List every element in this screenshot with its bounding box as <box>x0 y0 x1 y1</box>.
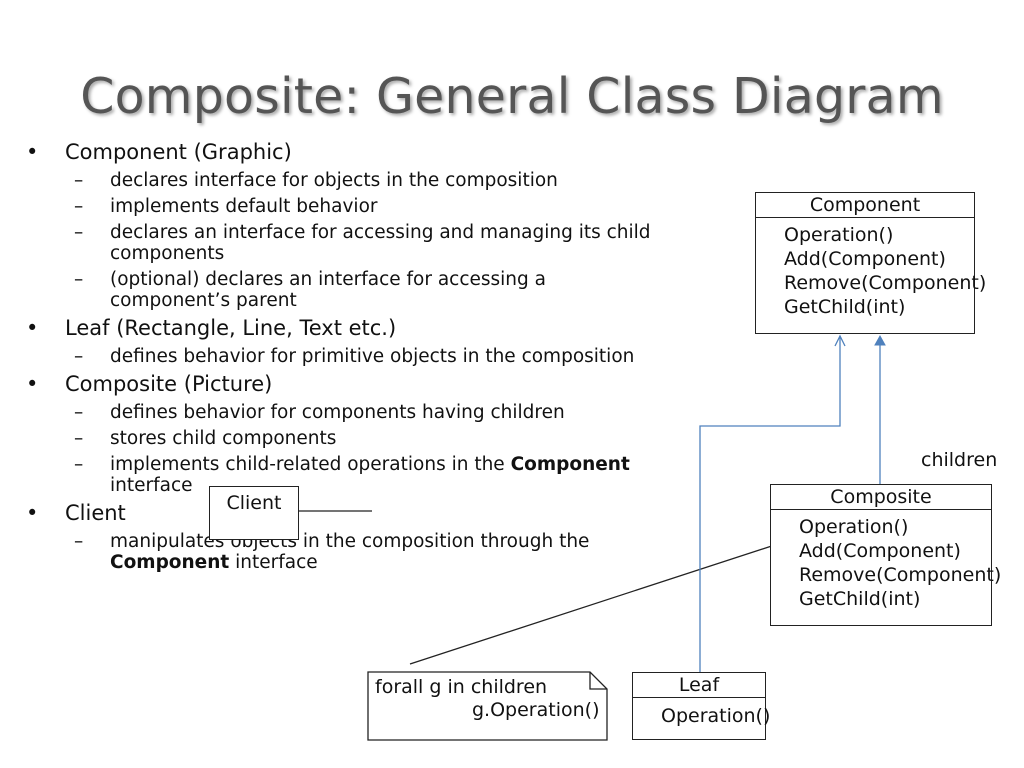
sub-bullet: –(optional) declares an interface for ac… <box>74 269 546 311</box>
sub-bullet: –defines behavior for components having … <box>74 402 565 423</box>
slide-title: Composite: General Class Diagram <box>80 68 944 125</box>
note-fold <box>589 672 607 690</box>
operation: Remove(Component) <box>799 564 1002 586</box>
component-class-box: Component Operation() Add(Component) Rem… <box>755 192 987 334</box>
note-connector-line <box>409 539 791 665</box>
bullet-client: •Client <box>26 501 126 525</box>
operation: Remove(Component) <box>784 272 987 294</box>
operation: Operation() <box>784 224 894 246</box>
operation: Add(Component) <box>799 540 961 562</box>
sub-bullet: –stores child components <box>74 428 337 449</box>
bullet-dot-icon: • <box>26 501 39 525</box>
class-name: Client <box>226 492 282 514</box>
bullet-composite: •Composite (Picture) <box>26 372 273 396</box>
operation: GetChild(int) <box>784 296 906 318</box>
sub-bullet: –defines behavior for primitive objects … <box>74 346 635 367</box>
bullet-leaf: •Leaf (Rectangle, Line, Text etc.) <box>26 316 397 340</box>
sub-bullet: –declares interface for objects in the c… <box>74 170 558 191</box>
bullet-component: •Component (Graphic) <box>26 140 292 164</box>
bullet-dot-icon: • <box>26 316 39 340</box>
leaf-class-box: Leaf Operation() <box>632 672 771 740</box>
class-name: Component <box>756 193 974 218</box>
operation: Operation() <box>661 705 771 727</box>
composite-class-box: Composite Operation() Add(Component) Rem… <box>770 484 1002 626</box>
arrowhead-icon <box>874 334 886 346</box>
sub-bullet: –implements default behavior <box>74 196 378 217</box>
class-name: Leaf <box>633 673 765 698</box>
bullet-dot-icon: • <box>26 140 39 164</box>
sub-bullet: –manipulates objects in the composition … <box>74 531 590 573</box>
sub-bullet: –declares an interface for accessing and… <box>74 222 651 264</box>
class-operations: Operation() Add(Component) Remove(Compon… <box>771 510 1002 611</box>
client-class-box: Client <box>209 486 299 540</box>
sub-bullet: –implements child-related operations in … <box>74 454 630 496</box>
operation: GetChild(int) <box>799 588 921 610</box>
class-operations: Operation() <box>633 698 771 728</box>
note-line-2: g.Operation() <box>472 699 600 721</box>
operation: Add(Component) <box>784 248 946 270</box>
operation: Operation() <box>799 516 909 538</box>
bullet-dot-icon: • <box>26 372 39 396</box>
note-line-1: forall g in children <box>375 676 548 698</box>
note-shape <box>367 671 608 741</box>
class-operations: Operation() Add(Component) Remove(Compon… <box>756 218 987 319</box>
bullet-list: •Component (Graphic) –declares interface… <box>22 135 722 573</box>
leaf-inheritance-arrow <box>699 337 841 672</box>
arrowhead-icon <box>834 334 846 347</box>
children-label: children <box>921 449 998 471</box>
class-name: Composite <box>771 485 991 510</box>
